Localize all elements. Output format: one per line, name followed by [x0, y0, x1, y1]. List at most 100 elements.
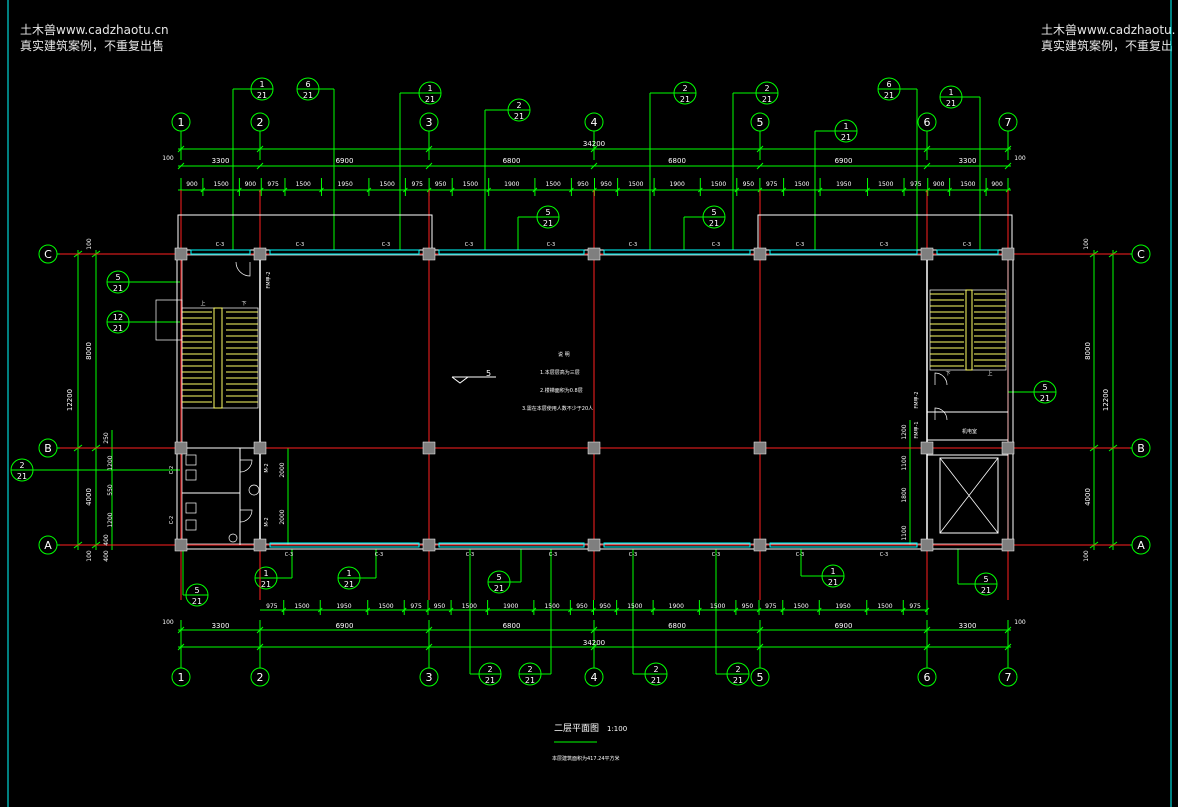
window-bottom: [769, 542, 918, 548]
dim-tick: [1004, 626, 1012, 634]
structural-column: [920, 538, 934, 552]
detail-ref-top-inner-sheet: 21: [709, 219, 719, 228]
window-tag-top: C-3: [216, 242, 224, 248]
notes-line3: 3.需在本层使用人数不少于20人: [522, 405, 593, 412]
axis-bubble-top-6-label: 6: [924, 116, 931, 129]
detail-ref-top-inner-num: 5: [711, 208, 716, 217]
door-swing-toilet: [239, 459, 253, 473]
dim-top-total: 34200: [583, 140, 605, 148]
window-tag-bottom: C-3: [629, 552, 637, 558]
window-tag-top: C-3: [629, 242, 637, 248]
dim-top-detail: 950: [600, 181, 612, 188]
detail-ref-top-num: 1: [843, 122, 848, 131]
dim-left-small: 100: [86, 238, 93, 250]
stair-mark-up-right: 上: [987, 370, 992, 377]
notes-block: 说 明 1.本层层高为三层 2.楼梯面积为0.8层 3.需在本层使用人数不少于2…: [522, 351, 593, 412]
dim-top-bay: 6900: [336, 157, 354, 165]
dim-bottom-end-left: 100: [162, 619, 174, 626]
detail-ref-bottom-num: 5: [194, 586, 199, 595]
axis-bubble-bottom-7-label: 7: [1005, 671, 1012, 684]
watermark-right: 土木兽www.cadzhaotu. 真实建筑案例，不重复出: [1041, 22, 1175, 54]
dim-tick: [1004, 145, 1012, 153]
dim-bottom-bay: 3300: [959, 622, 977, 630]
level-mark: 5: [451, 369, 496, 384]
drawing-area-note: 本层建筑面积为417.24平方米: [552, 755, 620, 762]
toilet-fixture: [185, 519, 197, 531]
structural-column: [753, 441, 767, 455]
dim-top-bay: 3300: [212, 157, 230, 165]
walls-layer: [155, 214, 1015, 552]
dim-bottom-detail: 1500: [877, 603, 892, 610]
dim-top-detail: 1900: [504, 181, 519, 188]
canopy-top-right: [757, 214, 1013, 250]
dim-tick: [756, 162, 764, 170]
detail-ref-top-sheet: 21: [303, 91, 313, 100]
detail-ref-top-sheet: 21: [680, 95, 690, 104]
dim-tick: [923, 162, 931, 170]
window-tag-top: C-3: [465, 242, 473, 248]
detail-ref-left-num: 2: [19, 461, 24, 470]
stair-left: [181, 307, 259, 409]
dim-tick: [923, 626, 931, 634]
dim-bottom-detail: 1500: [294, 603, 309, 610]
dim-tick: [177, 643, 185, 651]
dim-top-detail: 1500: [463, 181, 478, 188]
dim-bottom-bay: 3300: [212, 622, 230, 630]
room-label-mech: 机电室: [962, 428, 977, 435]
dim-top-detail: 1950: [338, 181, 353, 188]
detail-ref-right-sheet: 21: [1040, 394, 1050, 403]
structural-column: [920, 247, 934, 261]
detail-ref-top-num: 2: [516, 101, 521, 110]
axis-bubble-right-B-label: B: [1137, 442, 1145, 455]
dim-bottom-detail: 1500: [793, 603, 808, 610]
axis-bubble-top-5-label: 5: [757, 116, 764, 129]
watermark-line1-right: 土木兽www.cadzhaotu.: [1041, 23, 1176, 37]
door-tag: C-2: [169, 466, 175, 474]
structural-column: [587, 441, 601, 455]
structural-column: [174, 247, 188, 261]
detail-ref-top-sheet: 21: [762, 95, 772, 104]
detail-ref-top-num: 6: [305, 80, 310, 89]
detail-ref-bottom-low-sheet: 21: [651, 676, 661, 685]
dim-top-detail: 1900: [670, 181, 685, 188]
dim-bottom-detail: 1500: [710, 603, 725, 610]
stair-left-bay: [155, 299, 183, 341]
dim-tick: [590, 626, 598, 634]
dim-left-small: 250: [103, 432, 110, 444]
door-tag: M-2: [264, 517, 270, 526]
dim-top-end-right: 100: [1014, 155, 1026, 162]
structural-column: [422, 441, 436, 455]
door-swing-mech: [934, 407, 948, 421]
dim-top-detail: 1500: [213, 181, 228, 188]
window-tag-bottom: C-3: [285, 552, 293, 558]
detail-ref-top-num: 6: [886, 80, 891, 89]
axis-bubble-right-A-label: A: [1137, 539, 1145, 552]
toilet-fixture: [185, 469, 197, 481]
stair-handrail: [965, 289, 973, 371]
floor-drain: [228, 533, 238, 543]
stair-handrail: [213, 307, 223, 409]
dim-tick: [425, 626, 433, 634]
dim-top-detail: 950: [743, 181, 755, 188]
structural-column: [174, 538, 188, 552]
dim-bottom-bay: 6800: [668, 622, 686, 630]
stair-mark-up: 上: [200, 300, 205, 307]
notes-line1: 1.本层层高为三层: [540, 369, 580, 376]
dim-top-bay: 6900: [835, 157, 853, 165]
notes-header: 说 明: [558, 351, 570, 358]
dim-left-small: 550: [107, 484, 114, 496]
dim-tick: [256, 643, 264, 651]
dim-bottom-detail: 950: [576, 603, 588, 610]
stair-mark-down-right: 下: [945, 371, 950, 377]
detail-ref-top-sheet: 21: [425, 95, 435, 104]
window-top: [603, 249, 751, 255]
dim-top-detail: 975: [267, 181, 279, 188]
window-tag-top: C-3: [880, 242, 888, 248]
structural-column: [253, 441, 267, 455]
window-tag-top: C-3: [382, 242, 390, 248]
notes-line2: 2.楼梯面积为0.8层: [540, 387, 583, 394]
window-top: [438, 249, 585, 255]
detail-ref-bottom-low-num: 2: [487, 665, 492, 674]
watermark-left: 土木兽www.cadzhaotu.cn 真实建筑案例，不重复出售: [20, 22, 169, 54]
